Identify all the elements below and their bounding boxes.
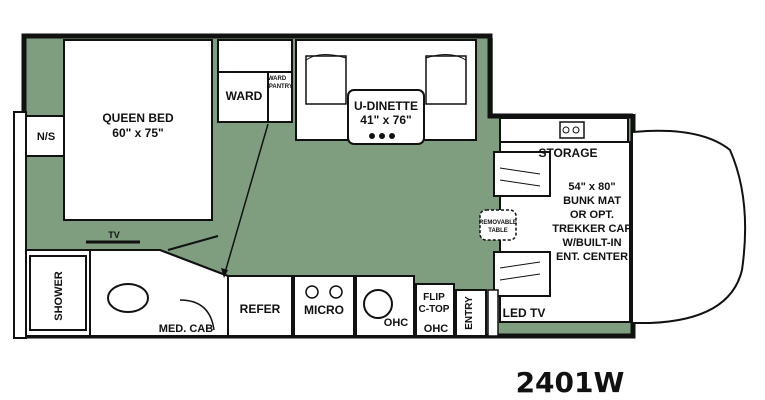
- cab-outline: [632, 129, 747, 324]
- ohc-label-1: OHC: [384, 317, 409, 329]
- bunk-line-4: TREKKER CAP: [552, 223, 631, 235]
- micro: [293, 275, 355, 337]
- refer-label: REFER: [240, 302, 281, 316]
- refer: [227, 275, 293, 337]
- flip-c-top: [415, 283, 455, 337]
- flip-label-2: C-TOP: [419, 304, 450, 315]
- removable-table-label-1: REMOVABLE: [479, 220, 517, 226]
- flip-label-1: FLIP: [423, 292, 445, 303]
- shower-label: SHOWER: [53, 271, 65, 321]
- queen-bed-size: 60" x 75": [112, 126, 163, 140]
- dinette-table: [347, 89, 425, 145]
- micro-label: MICRO: [304, 303, 344, 317]
- bunk-line-1: 54" x 80": [568, 181, 615, 193]
- ns-label: N/S: [37, 131, 55, 143]
- exterior-notch: [493, 38, 635, 114]
- ward-block: [217, 39, 293, 123]
- rear-wall: [13, 111, 27, 339]
- bunk-line-3: OR OPT.: [570, 209, 614, 221]
- ohc-label-2: OHC: [424, 323, 449, 335]
- ns-box: [25, 115, 67, 157]
- led-tv-label: LED TV: [503, 306, 546, 320]
- model-number: 2401W: [516, 366, 625, 399]
- queen-bed: [63, 39, 213, 221]
- storage-label: STORAGE: [538, 146, 597, 160]
- bunk-line-2: BUNK MAT: [563, 195, 621, 207]
- ward-pantry-label-1: WARD: [268, 76, 287, 82]
- entry-label: ENTRY: [464, 296, 475, 330]
- removable-table: [479, 209, 517, 241]
- sink-ohc: [355, 275, 415, 337]
- toilet: [107, 283, 149, 313]
- queen-bed-label: QUEEN BED: [102, 111, 174, 125]
- bunk-line-6: ENT. CENTER: [556, 251, 628, 263]
- dinette-label: U-DINETTE: [354, 99, 418, 113]
- ward-label: WARD: [226, 89, 263, 103]
- entry: [455, 289, 487, 337]
- dinette-size: 41" x 76": [360, 113, 411, 127]
- removable-table-label-2: TABLE: [488, 228, 508, 234]
- med-cab-label: MED. CAB: [159, 323, 213, 335]
- passenger-seat: [493, 151, 551, 197]
- tv-label: TV: [108, 230, 120, 240]
- bunk-line-5: W/BUILT-IN: [562, 237, 621, 249]
- driver-seat: [493, 251, 551, 297]
- shower: [29, 255, 87, 331]
- ward-pantry-label-2: /PANTRY: [267, 84, 293, 90]
